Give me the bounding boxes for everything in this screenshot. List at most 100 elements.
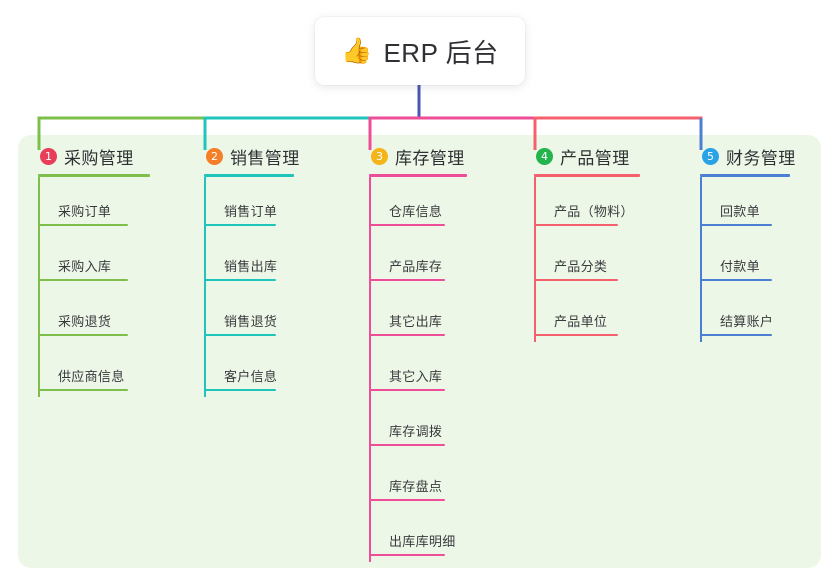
- leaf-item[interactable]: 采购订单: [38, 177, 150, 232]
- leaf-rule: [534, 279, 618, 281]
- root-title: ERP 后台: [383, 37, 499, 68]
- leaf-item[interactable]: 库存盘点: [369, 452, 467, 507]
- column-title: 销售管理: [230, 148, 300, 168]
- leaf-item[interactable]: 销售订单: [204, 177, 300, 232]
- leaf-label: 产品库存: [389, 259, 443, 274]
- leaf-item[interactable]: 客户信息: [204, 342, 300, 397]
- leaf-rule: [369, 279, 445, 281]
- leaf-label: 库存盘点: [389, 479, 443, 494]
- column-库存管理: 3 库存管理仓库信息产品库存其它出库其它入库库存调拨库存盘点出库库明细: [369, 143, 467, 562]
- column-leaf-list: 销售订单销售出库销售退货客户信息: [204, 177, 300, 397]
- leaf-item[interactable]: 仓库信息: [369, 177, 467, 232]
- leaf-item[interactable]: 回款单: [700, 177, 796, 232]
- leaf-label: 产品（物料）: [554, 204, 634, 219]
- leaf-item[interactable]: 产品（物料）: [534, 177, 640, 232]
- column-leaf-list: 仓库信息产品库存其它出库其它入库库存调拨库存盘点出库库明细: [369, 177, 467, 562]
- leaf-label: 客户信息: [224, 369, 278, 384]
- leaf-item[interactable]: 出库库明细: [369, 507, 467, 562]
- leaf-rule: [369, 554, 445, 556]
- column-spine: [534, 177, 536, 342]
- column-header[interactable]: 1 采购管理: [38, 143, 150, 169]
- leaf-rule: [700, 279, 772, 281]
- column-header-rule: [369, 174, 467, 177]
- leaf-label: 采购入库: [58, 259, 112, 274]
- column-产品管理: 4 产品管理产品（物料） 产品分类产品单位: [534, 143, 640, 342]
- column-leaf-list: 采购订单采购入库采购退货供应商信息: [38, 177, 150, 397]
- column-title: 产品管理: [560, 148, 630, 168]
- leaf-item[interactable]: 付款单: [700, 232, 796, 287]
- column-spine: [700, 177, 702, 342]
- column-leaf-list: 产品（物料） 产品分类产品单位: [534, 177, 640, 342]
- column-number-badge: 5: [702, 147, 719, 165]
- column-leaf-list: 回款单付款单结算账户: [700, 177, 796, 342]
- leaf-item[interactable]: 其它入库: [369, 342, 467, 397]
- column-title: 采购管理: [64, 148, 134, 168]
- diagram-panel: [18, 135, 821, 568]
- leaf-item[interactable]: 其它出库: [369, 287, 467, 342]
- column-header[interactable]: 3 库存管理: [369, 143, 467, 169]
- leaf-item[interactable]: 产品库存: [369, 232, 467, 287]
- column-header[interactable]: 5 财务管理: [700, 143, 796, 169]
- leaf-rule: [38, 224, 128, 226]
- leaf-rule: [369, 224, 445, 226]
- leaf-label: 结算账户: [720, 314, 774, 329]
- leaf-label: 付款单: [720, 259, 760, 274]
- leaf-rule: [534, 224, 618, 226]
- leaf-rule: [38, 389, 128, 391]
- leaf-label: 供应商信息: [58, 369, 125, 384]
- column-number-badge: 1: [40, 147, 57, 165]
- column-header-rule: [700, 174, 790, 177]
- leaf-label: 销售退货: [224, 314, 278, 329]
- leaf-label: 产品单位: [554, 314, 608, 329]
- leaf-rule: [204, 224, 276, 226]
- leaf-label: 仓库信息: [389, 204, 443, 219]
- column-header-rule: [38, 174, 150, 177]
- leaf-rule: [204, 279, 276, 281]
- leaf-rule: [369, 334, 445, 336]
- leaf-item[interactable]: 供应商信息: [38, 342, 150, 397]
- leaf-item[interactable]: 结算账户: [700, 287, 796, 342]
- column-title: 财务管理: [726, 148, 796, 168]
- column-采购管理: 1 采购管理采购订单采购入库采购退货供应商信息: [38, 143, 150, 397]
- leaf-label: 采购订单: [58, 204, 112, 219]
- leaf-item[interactable]: 采购退货: [38, 287, 150, 342]
- leaf-rule: [369, 389, 445, 391]
- root-node[interactable]: 👍 ERP 后台: [315, 17, 525, 85]
- leaf-item[interactable]: 销售退货: [204, 287, 300, 342]
- column-title: 库存管理: [395, 148, 465, 168]
- leaf-rule: [204, 389, 276, 391]
- leaf-label: 其它出库: [389, 314, 443, 329]
- leaf-label: 回款单: [720, 204, 760, 219]
- leaf-rule: [700, 334, 772, 336]
- leaf-item[interactable]: 采购入库: [38, 232, 150, 287]
- leaf-label: 库存调拨: [389, 424, 443, 439]
- leaf-rule: [369, 444, 445, 446]
- leaf-label: 产品分类: [554, 259, 608, 274]
- leaf-item[interactable]: 库存调拨: [369, 397, 467, 452]
- column-header-rule: [534, 174, 640, 177]
- leaf-rule: [369, 499, 445, 501]
- column-spine: [38, 177, 40, 397]
- column-spine: [204, 177, 206, 397]
- column-header-rule: [204, 174, 294, 177]
- leaf-label: 销售出库: [224, 259, 278, 274]
- thumbs-up-icon: 👍: [341, 36, 373, 65]
- leaf-label: 销售订单: [224, 204, 278, 219]
- leaf-label: 其它入库: [389, 369, 443, 384]
- leaf-item[interactable]: 销售出库: [204, 232, 300, 287]
- leaf-item[interactable]: 产品单位: [534, 287, 640, 342]
- column-header[interactable]: 2 销售管理: [204, 143, 300, 169]
- column-spine: [369, 177, 371, 562]
- column-header[interactable]: 4 产品管理: [534, 143, 640, 169]
- leaf-item[interactable]: 产品分类: [534, 232, 640, 287]
- leaf-rule: [534, 334, 618, 336]
- leaf-rule: [38, 279, 128, 281]
- leaf-rule: [204, 334, 276, 336]
- leaf-label: 出库库明细: [389, 534, 456, 549]
- column-number-badge: 3: [371, 147, 388, 165]
- column-number-badge: 2: [206, 147, 223, 165]
- leaf-label: 采购退货: [58, 314, 112, 329]
- column-销售管理: 2 销售管理销售订单销售出库销售退货客户信息: [204, 143, 300, 397]
- column-number-badge: 4: [536, 147, 553, 165]
